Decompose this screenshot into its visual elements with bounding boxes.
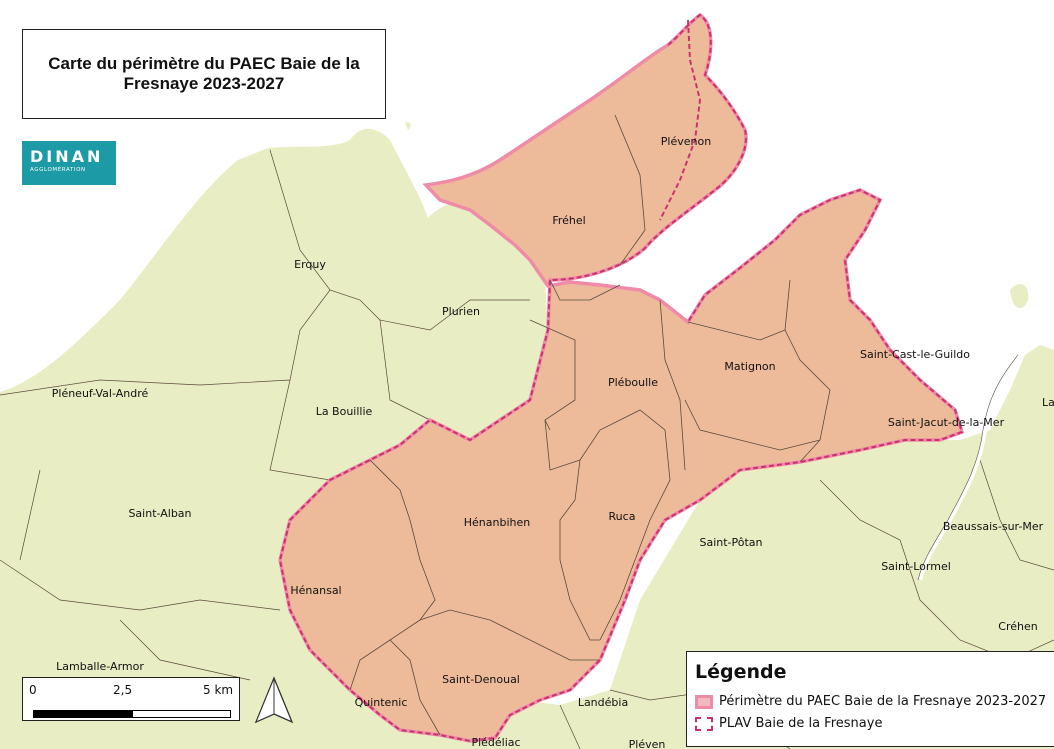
outside-border-7 <box>119 619 251 681</box>
outside-border-11 <box>559 704 581 749</box>
label-crehen: Créhen <box>998 620 1037 633</box>
label-ruca: Ruca <box>609 510 636 523</box>
pink-fill-swatch <box>695 694 713 709</box>
legend-box: Légende Périmètre du PAEC Baie de la Fre… <box>686 651 1054 747</box>
label-lamballe-armor: Lamballe-Armor <box>56 660 144 673</box>
label-henansal: Hénansal <box>290 584 341 597</box>
label-saint-alban: Saint-Alban <box>128 507 191 520</box>
label-la-bouillie: La Bouillie <box>316 405 373 418</box>
border-frehel-plevenon <box>614 114 646 266</box>
label-landebia: Landébia <box>578 696 628 709</box>
label-henanbihen: Hénanbihen <box>464 516 531 529</box>
islet-east <box>1010 284 1029 309</box>
logo-line-2: AGGLOMÉRATION <box>30 167 86 173</box>
logo-line-1: DINAN <box>30 147 104 166</box>
outside-border-3 <box>269 379 331 481</box>
border-henanbihen-top <box>544 419 581 471</box>
legend-item-paec-label: Périmètre du PAEC Baie de la Fresnaye 20… <box>719 694 1047 709</box>
legend-item-plav: PLAV Baie de la Fresnaye <box>695 716 882 731</box>
label-pleboulle: Pléboulle <box>608 376 658 389</box>
land-west <box>0 128 548 749</box>
scale-tick-mid: 2,5 <box>113 683 133 697</box>
border-matignon <box>687 279 791 341</box>
map-title: Carte du périmètre du PAEC Baie de la Fr… <box>48 54 360 93</box>
label-frehel: Fréhel <box>552 214 585 227</box>
border-frehel-south <box>549 279 621 301</box>
border-pleboulle-east <box>659 299 686 471</box>
label-pleven: Pléven <box>629 738 666 749</box>
border-quintenic <box>389 639 441 736</box>
legend-item-paec: Périmètre du PAEC Baie de la Fresnaye 20… <box>695 694 1046 709</box>
label-pledeliac: Plédéliac <box>471 736 520 749</box>
label-plevenon: Plévenon <box>661 135 711 148</box>
inside-commune-borders <box>349 114 831 736</box>
label-saint-jacut-de-la-mer: Saint-Jacut-de-la-Mer <box>888 416 1005 429</box>
outside-border-4 <box>379 319 431 421</box>
border-ruca <box>579 409 671 641</box>
label-pleneuf-val-andre: Pléneuf-Val-André <box>52 387 149 400</box>
north-arrow-icon <box>254 676 294 726</box>
outside-border-6 <box>19 469 41 561</box>
label-saint-cast-le-guildo: Saint-Cast-le-Guildo <box>860 348 970 361</box>
legend-item-plav-label: PLAV Baie de la Fresnaye <box>719 716 883 731</box>
legend-title: Légende <box>695 661 787 683</box>
scale-tick-0: 0 <box>29 683 37 697</box>
border-ruca-west <box>559 459 600 641</box>
label-quintenic: Quintenic <box>355 696 408 709</box>
river-estuary <box>918 353 1022 581</box>
label-plurien: Plurien <box>442 305 480 318</box>
label-saint-potan: Saint-Pôtan <box>699 536 762 549</box>
border-pleboulle-west <box>529 319 576 431</box>
border-saint-denoual <box>419 609 600 661</box>
scale-segment-black <box>33 710 132 718</box>
plav-outline[interactable] <box>278 13 964 743</box>
label-beaussais-sur-mer: Beaussais-sur-Mer <box>943 520 1044 533</box>
border-henanbihen-west <box>369 459 436 621</box>
border-matignon-south <box>684 399 821 451</box>
land-east <box>600 345 1054 749</box>
outside-border-2 <box>0 289 331 396</box>
scale-tick-end: 5 km <box>203 683 234 697</box>
dinan-agglomeration-logo: DINAN AGGLOMÉRATION <box>22 141 116 185</box>
river-estuary-edge <box>917 354 1019 581</box>
label-erquy: Erquy <box>294 258 326 271</box>
label-saint-lormel: Saint-Lormel <box>881 560 951 573</box>
islet-small <box>405 122 411 130</box>
border-matignon-east <box>784 329 831 463</box>
outside-border-5 <box>0 559 281 611</box>
label-saint-denoual: Saint-Denoual <box>442 673 520 686</box>
scale-bar: 0 2,5 5 km <box>22 677 240 721</box>
map-title-box: Carte du périmètre du PAEC Baie de la Fr… <box>22 29 386 119</box>
dashed-outline-swatch <box>695 716 713 731</box>
border-henansal-south <box>349 619 421 691</box>
label-lancieux: Lancieux <box>1042 396 1054 409</box>
outside-border-1 <box>269 149 530 331</box>
outside-border-9 <box>979 459 1054 571</box>
label-matignon: Matignon <box>724 360 775 373</box>
scale-segment-white <box>132 710 231 718</box>
